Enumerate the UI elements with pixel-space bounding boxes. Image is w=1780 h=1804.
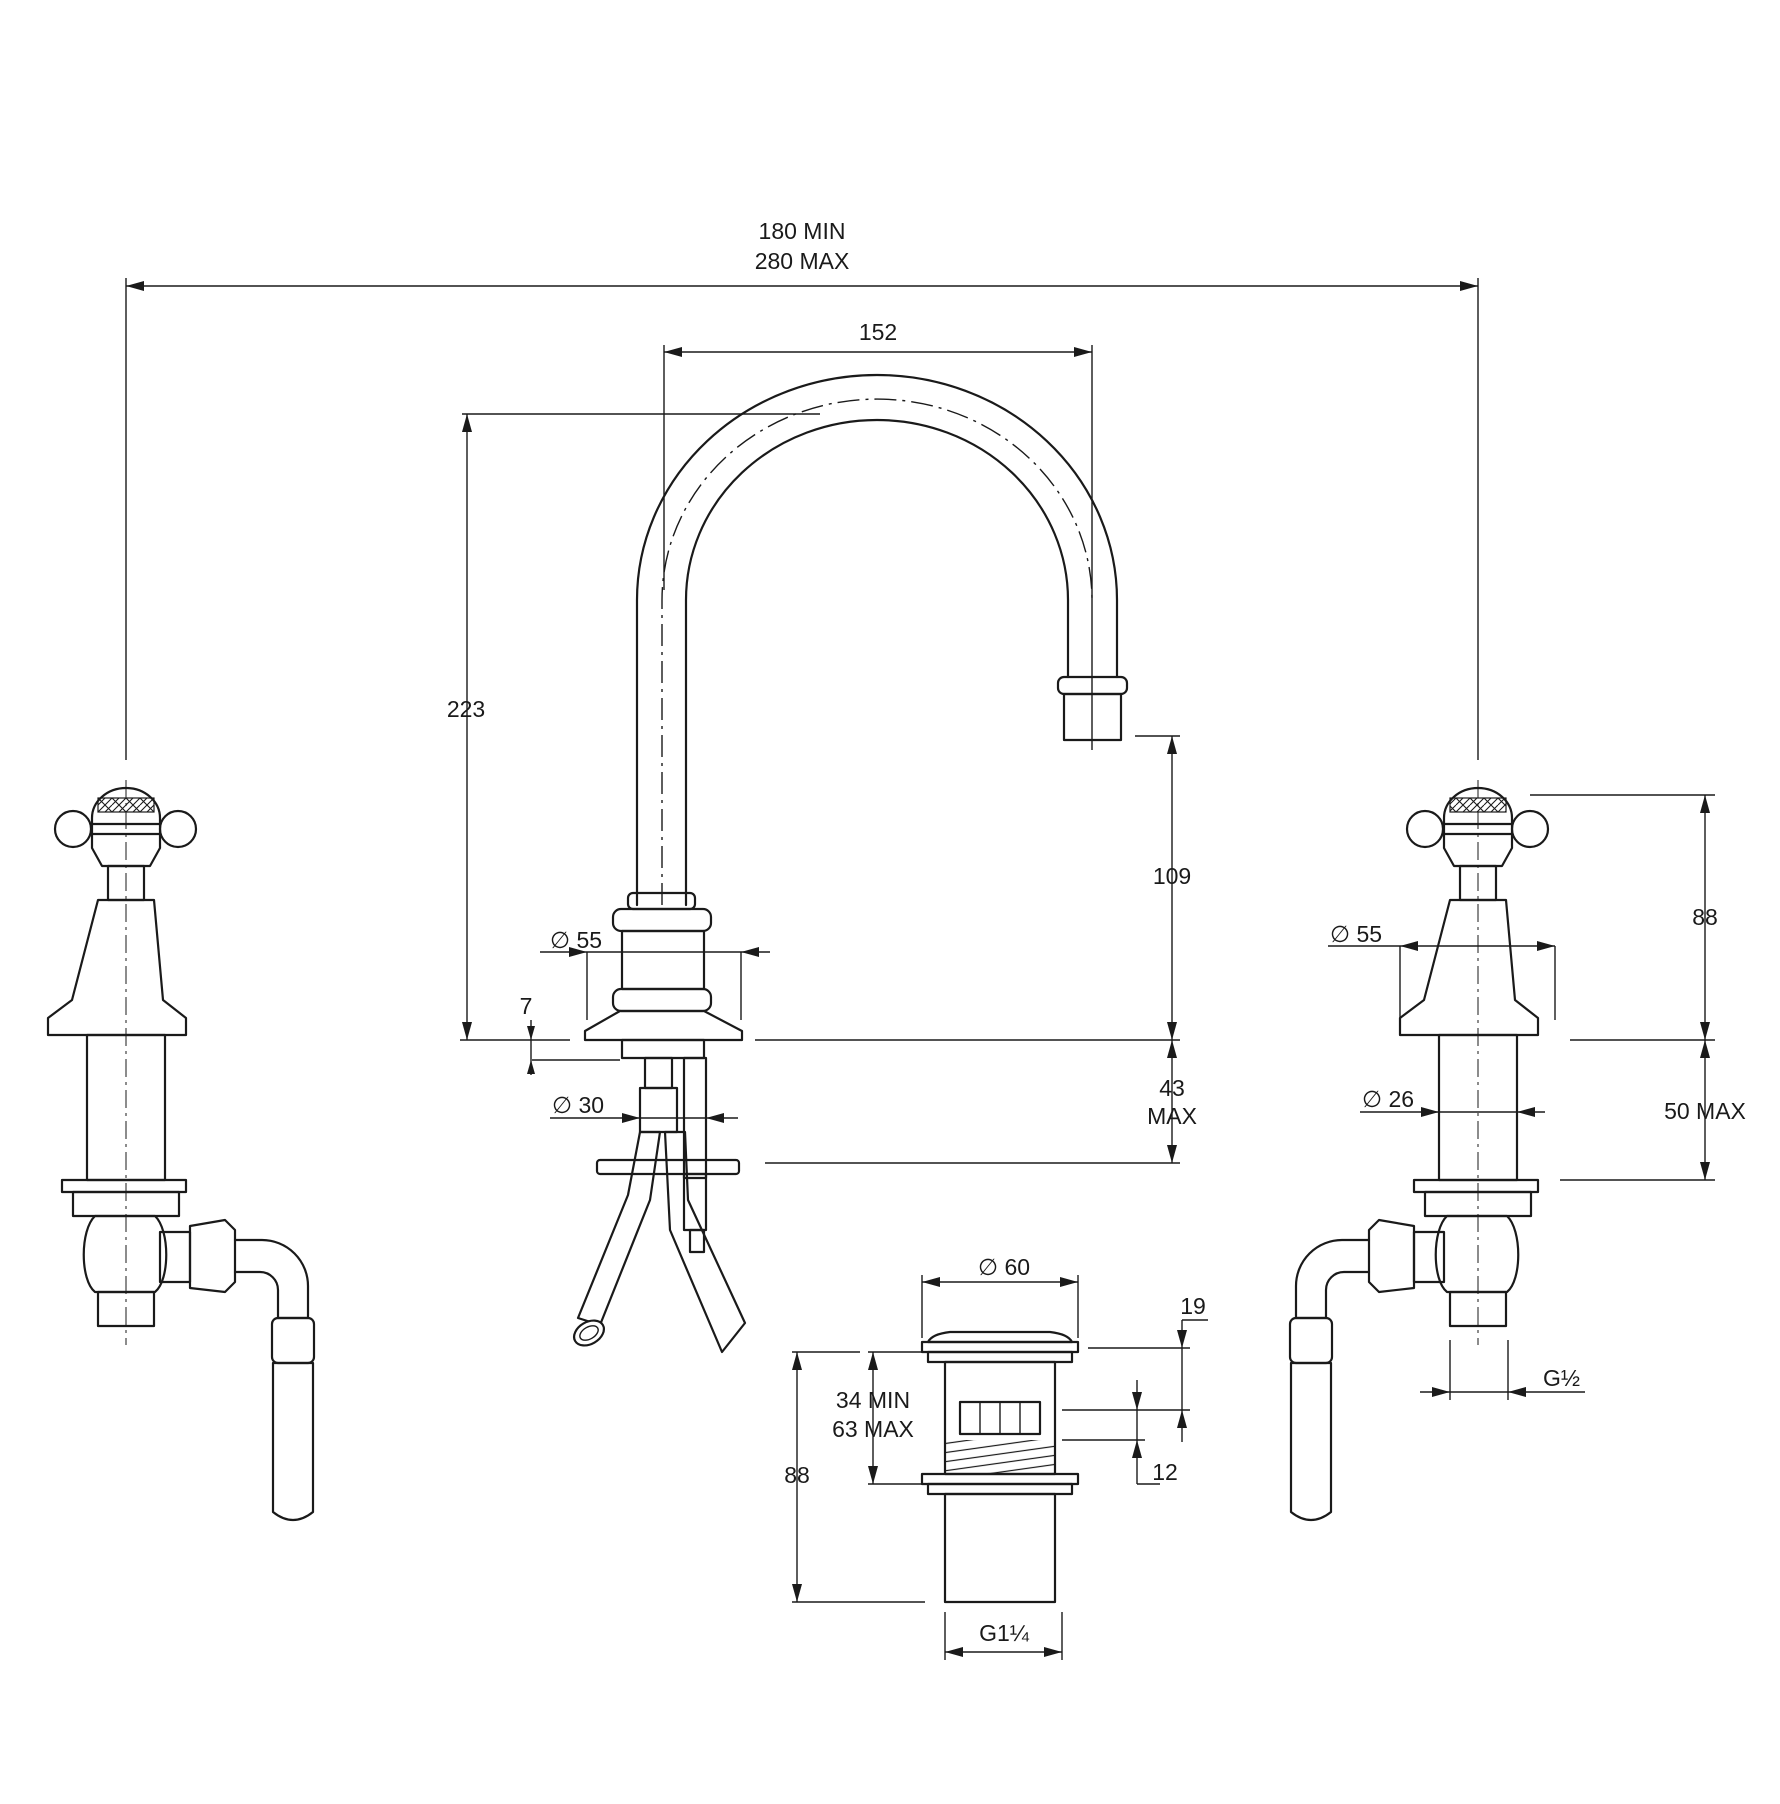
handle-base-diameter-dimension: ∅ 55 bbox=[1328, 921, 1556, 1020]
spout-tail-diameter-label: ∅ 30 bbox=[552, 1092, 604, 1118]
base-thickness-label: 7 bbox=[520, 993, 533, 1019]
spout-reach-dimension: 152 bbox=[663, 319, 1093, 750]
base-thickness-dimension: 7 bbox=[520, 993, 620, 1075]
waste-overflow-offset-label: 12 bbox=[1152, 1459, 1178, 1485]
overall-span-dimension: 180 MIN 280 MAX bbox=[125, 218, 1479, 760]
handle-mount-depth-dimension: 50 MAX bbox=[1560, 1040, 1746, 1181]
inlet-thread-label: G½ bbox=[1543, 1365, 1580, 1391]
waste-basin-thickness-max-label: 63 MAX bbox=[832, 1416, 914, 1442]
waste-basin-thickness-min-label: 34 MIN bbox=[836, 1387, 910, 1413]
waste-plug-height-dimension: 19 bbox=[1088, 1293, 1208, 1442]
handle-height-dimension: 88 bbox=[1530, 794, 1718, 1041]
spout-mount-depth-label-2: MAX bbox=[1147, 1103, 1197, 1129]
overall-span-max-label: 280 MAX bbox=[755, 248, 850, 274]
inlet-thread-dimension: G½ bbox=[1420, 1340, 1585, 1400]
waste-head-diameter-label: ∅ 60 bbox=[978, 1254, 1030, 1280]
spout-reach-label: 152 bbox=[859, 319, 897, 345]
waste-assembly bbox=[920, 1330, 1080, 1604]
handle-tail-diameter-dimension: ∅ 26 bbox=[1360, 1086, 1545, 1117]
handle-base-diameter-label: ∅ 55 bbox=[1330, 921, 1382, 947]
spout-assembly bbox=[572, 373, 1129, 1354]
waste-height-dimension: 88 bbox=[784, 1351, 925, 1603]
overall-span-min-label: 180 MIN bbox=[759, 218, 846, 244]
handle-height-label: 88 bbox=[1692, 904, 1718, 930]
spout-mount-depth-dimension: 43 MAX bbox=[765, 1040, 1197, 1164]
waste-thread-label: G1¼ bbox=[979, 1620, 1030, 1646]
spout-base-diameter-label: ∅ 55 bbox=[550, 927, 602, 953]
waste-height-label: 88 bbox=[784, 1462, 810, 1488]
outlet-clearance-label: 109 bbox=[1153, 863, 1191, 889]
handle-tail-diameter-label: ∅ 26 bbox=[1362, 1086, 1414, 1112]
outlet-clearance-dimension: 109 bbox=[755, 735, 1191, 1041]
right-handle-valve bbox=[1288, 780, 1550, 1522]
waste-plug-height-label: 19 bbox=[1180, 1293, 1206, 1319]
spout-tail-diameter-dimension: ∅ 30 bbox=[550, 1092, 738, 1123]
spout-mount-depth-label-1: 43 bbox=[1159, 1075, 1185, 1101]
handle-mount-depth-label: 50 MAX bbox=[1664, 1098, 1746, 1124]
waste-thread-dimension: G1¼ bbox=[944, 1612, 1063, 1660]
left-handle-valve bbox=[46, 780, 316, 1522]
waste-head-diameter-dimension: ∅ 60 bbox=[921, 1254, 1079, 1338]
spout-base-diameter-dimension: ∅ 55 bbox=[540, 927, 770, 1020]
waste-basin-thickness-dimension: 34 MIN 63 MAX bbox=[832, 1351, 940, 1485]
spout-height-label: 223 bbox=[447, 696, 485, 722]
spout-height-dimension: 223 bbox=[447, 413, 820, 1041]
waste-overflow-offset-dimension: 12 bbox=[1062, 1380, 1190, 1485]
